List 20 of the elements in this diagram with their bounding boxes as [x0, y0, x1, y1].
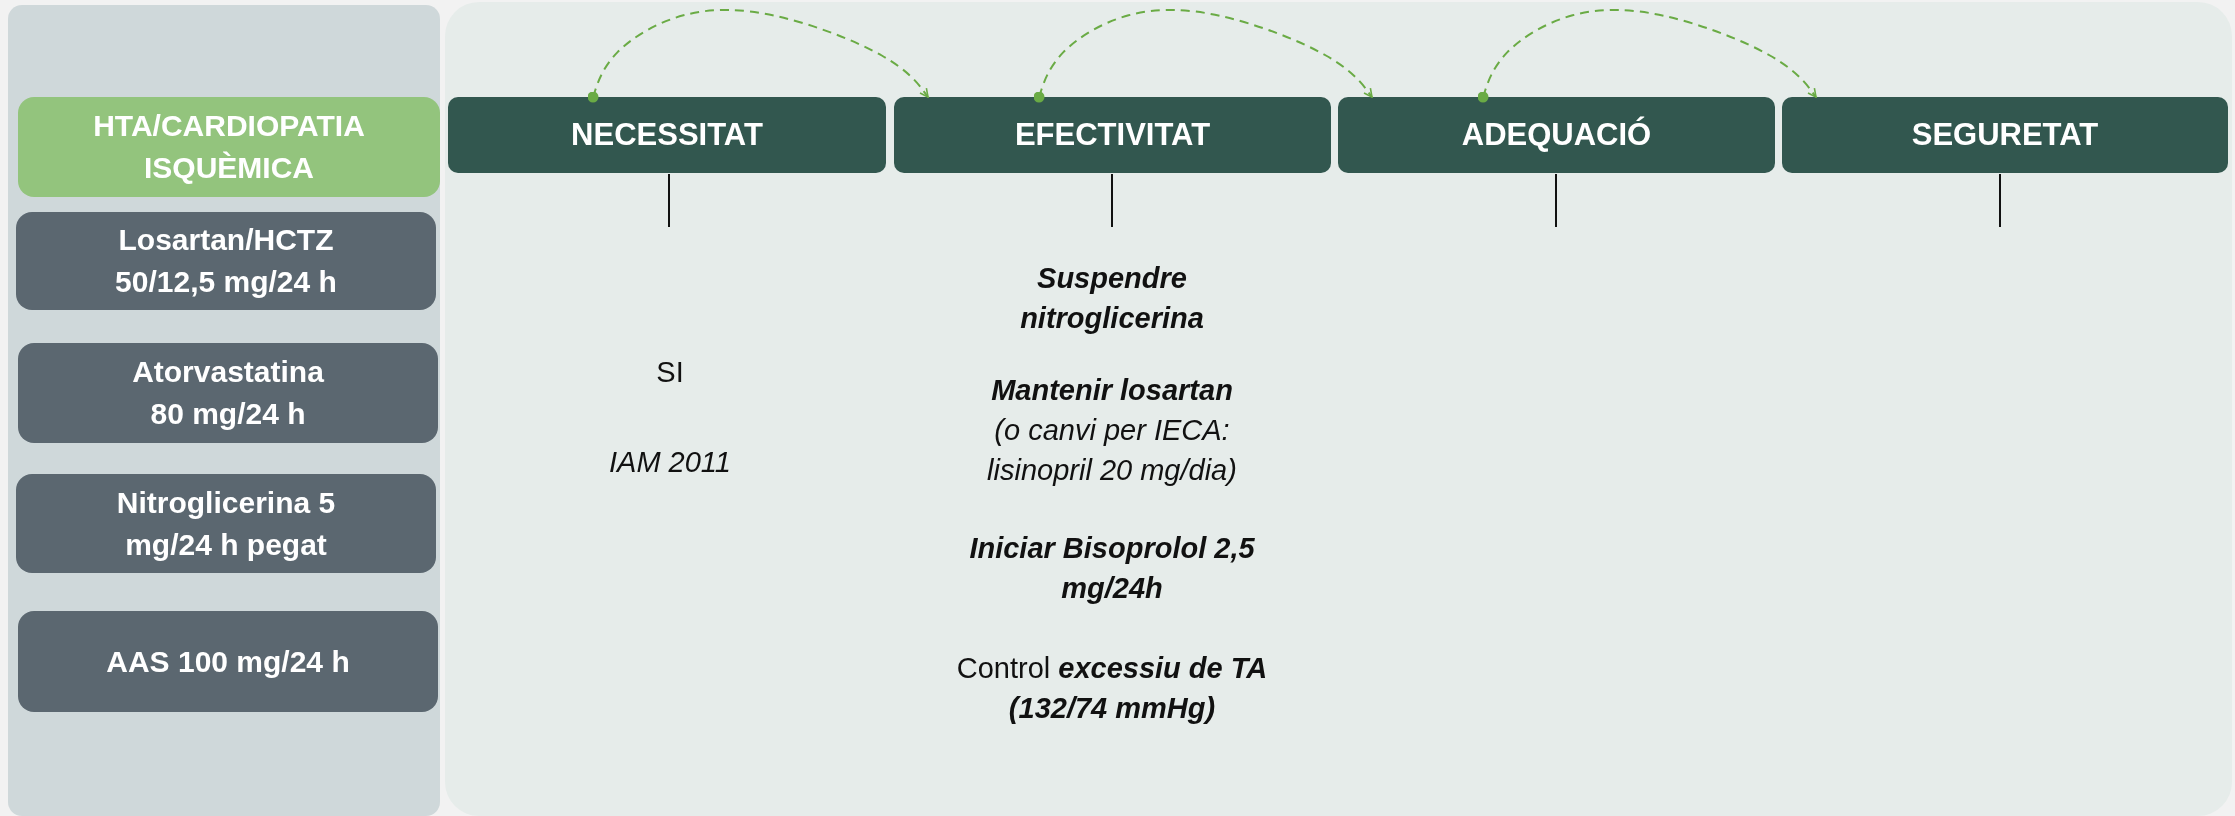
answer-text: SI	[655, 355, 685, 390]
medication-box: Losartan/HCTZ 50/12,5 mg/24 h	[16, 212, 436, 310]
content-panel	[445, 2, 2232, 816]
recommendation-text: Control excessiu de TA (132/74 mmHg)	[955, 651, 1269, 726]
side-panel	[8, 5, 440, 816]
dashed-arrow	[1477, 8, 1817, 103]
recommendation-text: Suspendre nitroglicerina	[1019, 261, 1205, 336]
recommendation-text: Iniciar Bisoprolol 2,5 mg/24h	[968, 531, 1256, 606]
note-text: IAM 2011	[608, 445, 732, 480]
dashed-arrow	[1033, 8, 1373, 103]
medication-box: Nitroglicerina 5 mg/24 h pegat	[16, 474, 436, 573]
header-box: SEGURETAT	[1782, 97, 2228, 173]
medication-box: AAS 100 mg/24 h	[18, 611, 438, 712]
dashed-arrow	[587, 8, 929, 103]
recommendation-text: Mantenir losartan (o canvi per IECA: lisinopril 20 mg/dia)	[986, 373, 1238, 488]
header-box: EFECTIVITAT	[894, 97, 1331, 173]
header-box: NECESSITAT	[448, 97, 886, 173]
category-box: HTA/CARDIOPATIA ISQUÈMICA	[18, 97, 440, 197]
medication-box: Atorvastatina 80 mg/24 h	[18, 343, 438, 443]
header-box: ADEQUACIÓ	[1338, 97, 1775, 173]
